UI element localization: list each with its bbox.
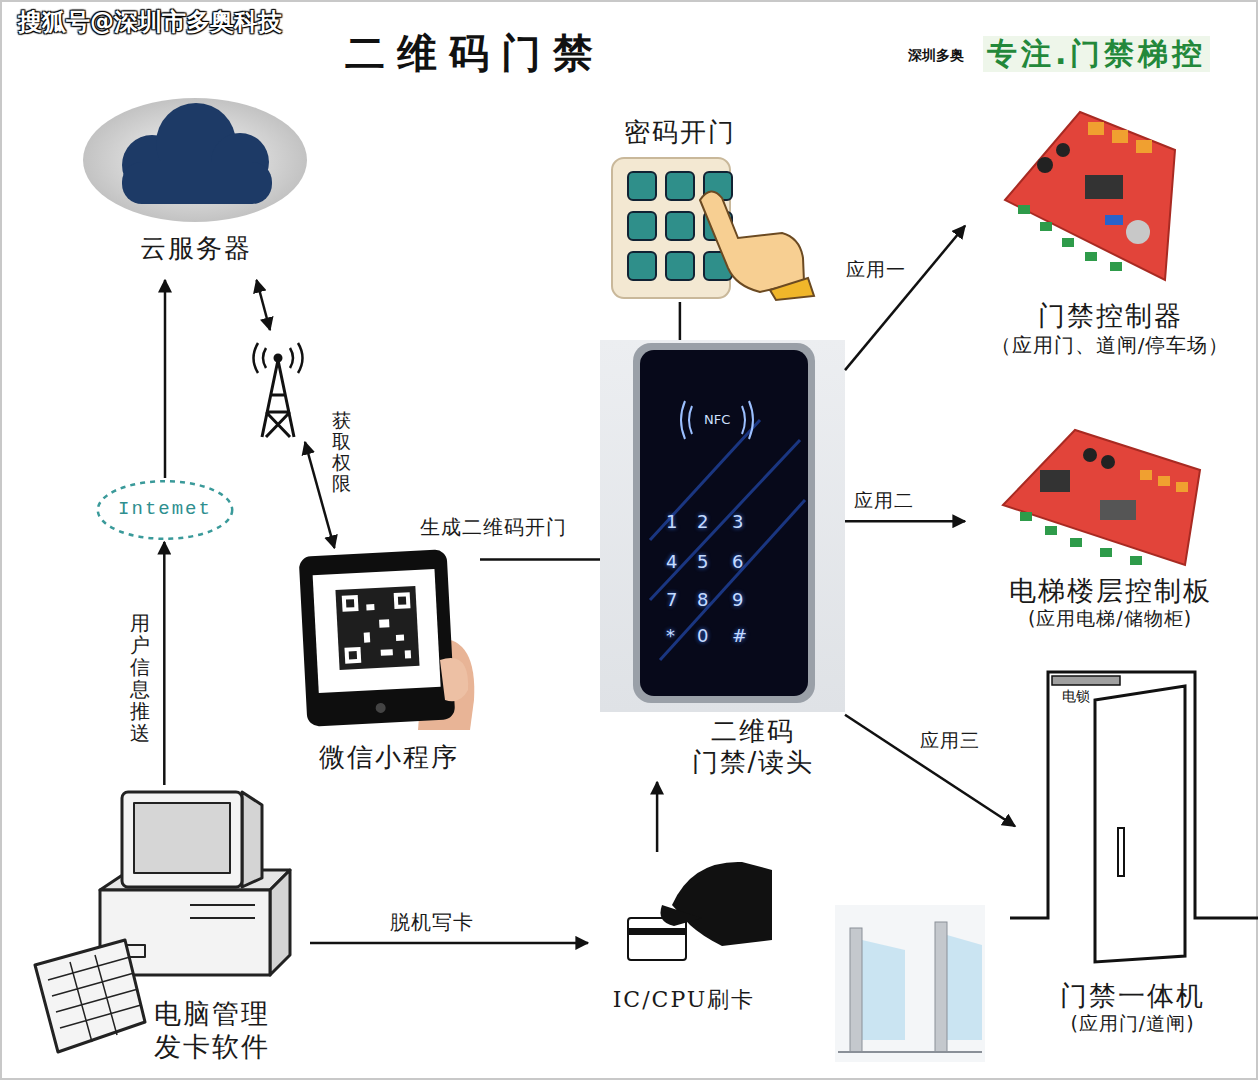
nfc-mark: NFC	[704, 412, 730, 428]
node-caption: Intemet	[118, 498, 212, 522]
cloud-icon	[83, 98, 307, 222]
node-caption: 微信小程序	[319, 741, 459, 774]
keypad-digit: 5	[697, 551, 708, 573]
node-caption: 二维码 门禁/读头	[673, 716, 833, 778]
edge-label: 脱机写卡	[388, 910, 476, 934]
connector-line	[679, 302, 682, 340]
connector	[480, 559, 600, 560]
diagram-title: 二维码门禁	[345, 26, 605, 81]
company-slogan: 专注.门禁梯控	[983, 36, 1210, 72]
access-controller-node: 门禁控制器（应用门、道闸/停车场）	[965, 105, 1255, 362]
node-caption: 电梯楼层控制板	[1009, 574, 1212, 608]
node-subcaption: （应用门、道闸/停车场）	[991, 333, 1230, 358]
lock-label: 电锁	[1062, 688, 1090, 705]
cloud-server-node: 云服务器	[78, 95, 313, 280]
elevator-board-image	[1003, 430, 1200, 565]
connector	[310, 942, 588, 943]
connector	[679, 302, 680, 340]
ic-card-node: IC/CPU刷卡	[588, 852, 780, 1015]
node-caption: IC/CPU刷卡	[613, 986, 756, 1014]
connector	[164, 542, 165, 785]
keypad-icon	[612, 158, 814, 300]
keypad-digit: 9	[732, 589, 743, 611]
keypad-digit: 7	[666, 589, 677, 611]
elevator-board-node: 电梯楼层控制板(应用电梯/储物柜)	[965, 420, 1255, 635]
connector-line	[845, 715, 1015, 827]
edge-label: 应用二	[852, 489, 916, 512]
connector	[165, 280, 166, 478]
connector-line	[656, 782, 659, 852]
keypad-digit: 3	[732, 511, 743, 533]
keypad-digit: 4	[666, 551, 677, 573]
keypad-digit: *	[666, 625, 675, 647]
phone-icon	[299, 549, 475, 730]
connector	[845, 521, 965, 522]
qr-reader-photo	[600, 340, 845, 712]
edge-label: 用户信息推送	[130, 612, 150, 744]
keypad-digit: #	[732, 625, 747, 647]
node-caption: 门禁控制器	[1038, 299, 1183, 333]
door-drawing	[1010, 672, 1258, 962]
edge-label: 生成二维码开门	[418, 515, 569, 539]
wechat-app-node: 微信小程序	[298, 548, 480, 775]
turnstile-photo	[835, 905, 985, 1062]
connector	[657, 782, 658, 852]
connector-line	[845, 520, 965, 523]
connector-line	[163, 542, 166, 785]
node-caption: 门禁一体机	[1060, 979, 1205, 1013]
node-caption: 电脑管理 发卡软件	[154, 998, 304, 1063]
node-caption: 密码开门	[624, 116, 736, 149]
connector	[257, 280, 335, 548]
keypad-digit: 6	[732, 551, 743, 573]
keypad-digit: 2	[697, 511, 708, 533]
connector	[845, 715, 1015, 827]
access-terminal-node: 门禁一体机(应用门/道闸)	[1015, 665, 1250, 1040]
qr-reader-node: 二维码 门禁/读头	[600, 340, 845, 782]
keypad-digit: 8	[697, 589, 708, 611]
connector-line	[845, 226, 965, 370]
connector-line	[480, 558, 600, 561]
keypad-node: 密码开门	[610, 112, 820, 302]
connector	[845, 226, 965, 370]
keypad-digit: 1	[666, 511, 677, 533]
edge-label: 应用三	[918, 729, 982, 752]
node-caption: 云服务器	[140, 232, 252, 265]
edge-label: 获取权限	[332, 410, 351, 494]
signal-tower-icon	[254, 343, 303, 437]
connector-line	[310, 942, 588, 945]
keypad-digit: 0	[697, 625, 708, 647]
internet-ellipse: Intemet	[95, 478, 235, 542]
ic-card-icon	[628, 862, 772, 960]
company-tag: 深圳多奥	[908, 47, 964, 64]
connector-line	[305, 442, 334, 548]
watermark: 搜狐号@深圳市多奥科技	[18, 8, 282, 37]
connector-line	[257, 280, 270, 330]
pc-software-node: 电脑管理 发卡软件	[35, 785, 310, 1067]
edge-label: 应用一	[844, 258, 908, 281]
connector-line	[164, 280, 167, 478]
controller-board-image	[1005, 112, 1175, 280]
node-subcaption: (应用电梯/储物柜)	[1028, 607, 1192, 631]
node-subcaption: (应用门/道闸)	[1070, 1012, 1194, 1036]
